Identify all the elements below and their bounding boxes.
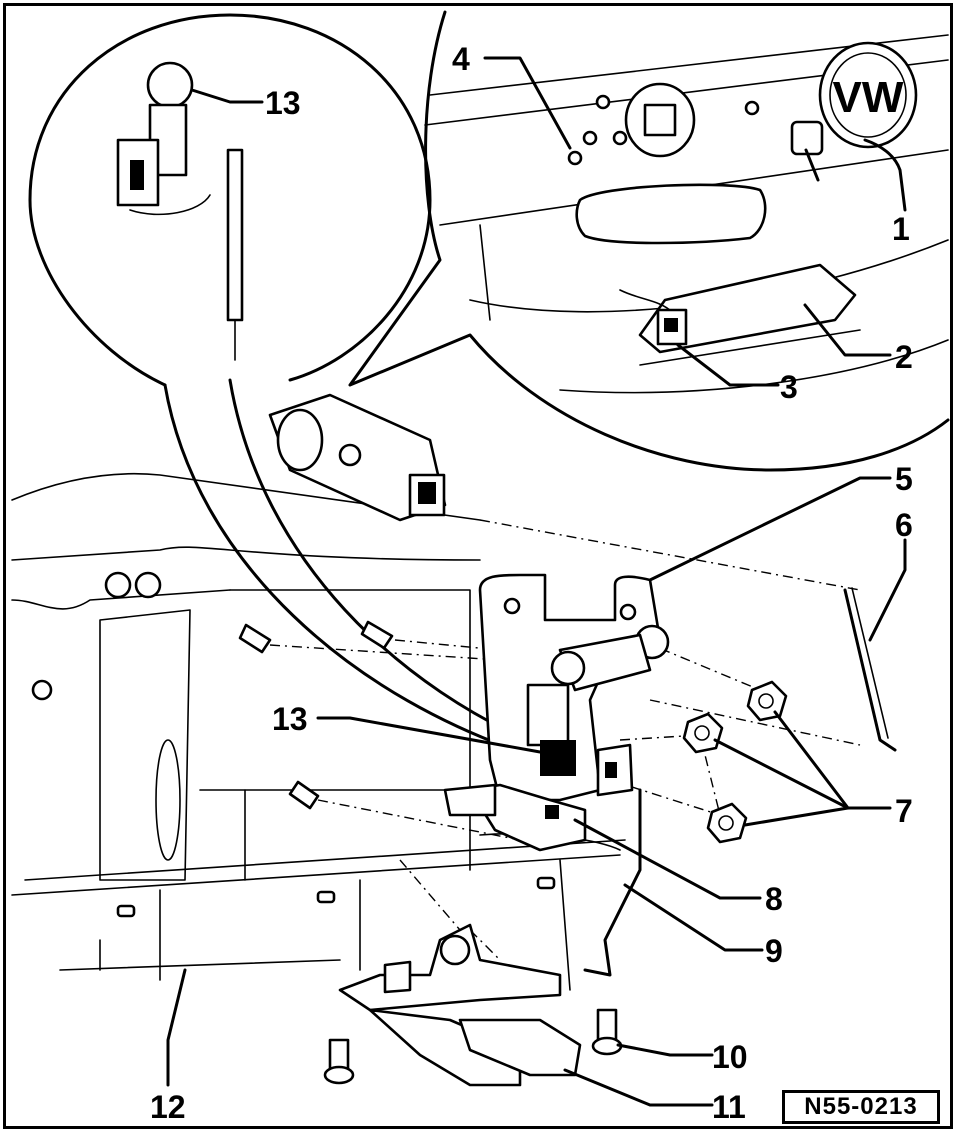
rod-9	[583, 788, 642, 977]
screw-set-4	[567, 94, 760, 166]
callout-9: 9	[765, 933, 783, 969]
callout-13-top: 13	[265, 85, 301, 121]
callout-5: 5	[895, 461, 913, 497]
rod-6	[843, 587, 897, 752]
nuts-7	[682, 680, 788, 844]
callout-10: 10	[712, 1039, 748, 1075]
callout-11: 11	[712, 1089, 746, 1125]
figure-reference-code: N55-0213	[782, 1090, 940, 1124]
rear-body-panel	[11, 472, 861, 991]
vw-emblem: VW	[818, 41, 918, 149]
callout-7: 7	[895, 793, 913, 829]
detail-circle-linkage	[28, 13, 552, 762]
callout-12: 12	[150, 1089, 186, 1125]
lock-bracket-5	[478, 573, 670, 802]
callout-3: 3	[780, 369, 798, 405]
lock-8	[443, 783, 587, 852]
callout-8: 8	[765, 881, 783, 917]
callout-1: 1	[892, 211, 910, 247]
emblem-logo-text: VW	[833, 73, 904, 122]
leader-lines	[166, 56, 907, 1107]
lock-cylinder	[790, 120, 824, 182]
callout-4: 4	[452, 41, 470, 77]
wiper-motor	[268, 393, 447, 522]
callout-2: 2	[895, 339, 913, 375]
callout-labels: 1 2 3 4 5 6 7 8 9 10 11 12 13 13	[150, 41, 913, 1125]
callout-6: 6	[895, 507, 913, 543]
diagram-frame	[3, 3, 953, 1129]
callout-13-lower: 13	[272, 701, 308, 737]
lower-lock-11	[338, 923, 582, 1087]
detail-circle-tailgate: VW	[348, 10, 950, 472]
